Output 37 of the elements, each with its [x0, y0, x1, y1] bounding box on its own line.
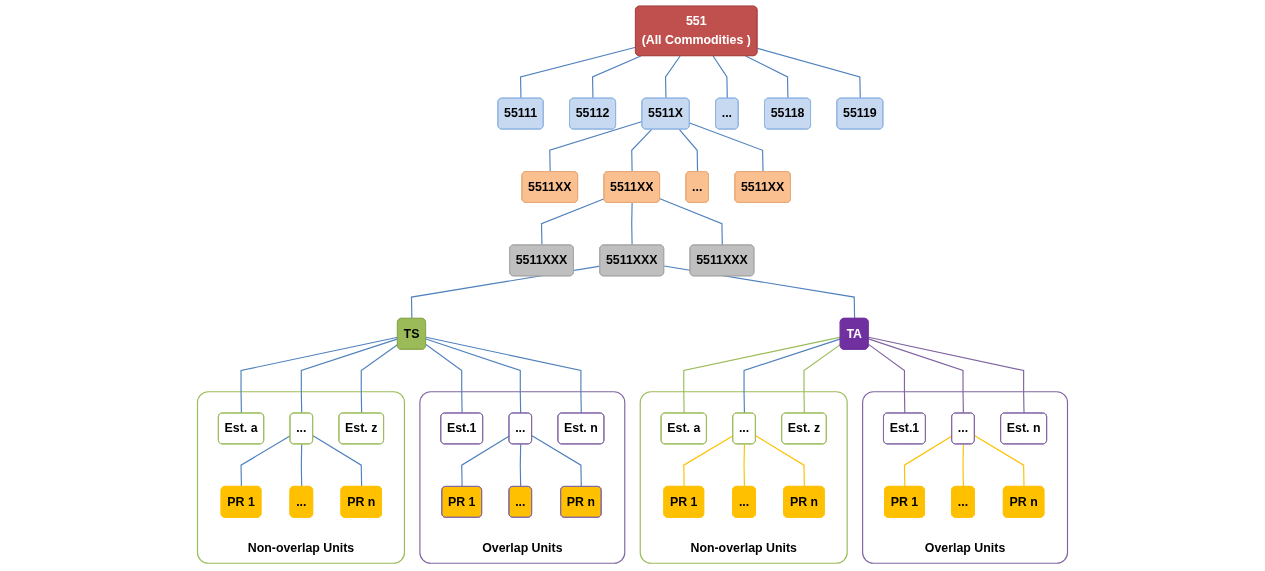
- connector: [683, 336, 842, 414]
- connector: [678, 128, 699, 173]
- connector: [803, 343, 842, 414]
- connector: [665, 55, 681, 100]
- connector: [425, 343, 463, 414]
- connector: [300, 338, 399, 414]
- connector: [519, 46, 637, 100]
- connector: [240, 336, 399, 414]
- connector: [683, 435, 734, 488]
- connector: [240, 435, 291, 488]
- connector: [867, 336, 1025, 414]
- connector: [756, 47, 861, 100]
- connector: [743, 338, 842, 414]
- connector: [755, 435, 805, 488]
- connector: [425, 336, 582, 414]
- connector: [549, 120, 643, 173]
- connector: [631, 128, 653, 173]
- connector: [689, 122, 764, 173]
- connector: [461, 435, 510, 488]
- connector: [867, 338, 964, 414]
- connector: [631, 202, 633, 246]
- connector: [745, 55, 789, 100]
- connector: [360, 343, 399, 414]
- connector: [867, 343, 906, 414]
- connector: [962, 443, 964, 488]
- connector: [743, 443, 745, 488]
- connector: [519, 443, 522, 488]
- connector: [540, 198, 605, 246]
- connector: [903, 435, 953, 488]
- connector: [974, 435, 1025, 488]
- connector: [591, 55, 642, 100]
- connector: [312, 435, 363, 488]
- connector: [531, 435, 582, 488]
- connector: [712, 55, 728, 100]
- connector: [300, 443, 303, 488]
- connector: [659, 198, 723, 246]
- connector: [425, 338, 522, 414]
